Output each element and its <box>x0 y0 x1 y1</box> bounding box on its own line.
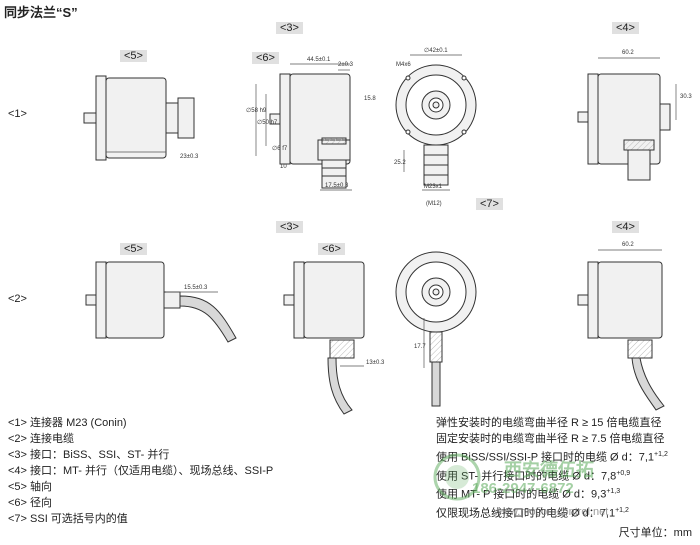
dim-30-3: 30.3 <box>680 94 692 100</box>
dim-m12: (M12) <box>426 201 442 207</box>
dim-60-2-top: 60.2 <box>622 50 634 56</box>
dim-6: ∅6 f7 <box>272 145 288 152</box>
dim-10: 10 <box>280 164 287 170</box>
dim-15-8: 15.8 <box>364 96 376 102</box>
dim-17-5: 17.5±0.3 <box>325 183 349 189</box>
tag-interface-bottom: <3> <box>276 221 303 233</box>
dim-15-5: 15.5±0.3 <box>184 285 208 291</box>
note-item: 使用 ST- 并行接口时的电缆 Ø d：7,8+0,9 <box>436 469 631 483</box>
legend-item: <4> 接口：MT- 并行（仅适用电缆）、现场总线、SSI-P <box>8 465 274 477</box>
encoder-front-connector <box>395 64 477 186</box>
dim-m4: M4x6 <box>396 62 411 68</box>
dim-58: ∅58 h9 <box>246 107 267 114</box>
note-item: 使用 MT- P 接口时的电缆 Ø d：9,3+1,3 <box>436 488 621 501</box>
encoder-radial-connector <box>269 73 351 189</box>
row-label-cable: <2> <box>8 293 27 305</box>
tag-interface-top: <3> <box>276 22 303 34</box>
cable-notes: 弹性安装时的电缆弯曲半径 R ≥ 15 倍电缆直径 固定安装时的电缆弯曲半径 R… <box>436 415 668 522</box>
encoder-axial-connector <box>83 75 195 161</box>
tag-axial-top: <5> <box>120 50 147 62</box>
legend-item: <5> 轴向 <box>8 481 53 493</box>
encoder-radial-cable <box>283 261 365 415</box>
note-item: 弹性安装时的电缆弯曲半径 R ≥ 15 倍电缆直径 <box>436 417 662 429</box>
dim-50: ∅50 h7 <box>257 119 278 126</box>
legend-item: <3> 接口：BiSS、SSI、ST- 并行 <box>8 449 170 461</box>
dim-17-7: 17.7 <box>414 344 426 350</box>
tag-interface-4-top: <4> <box>612 22 639 34</box>
legend-item: <2> 连接电缆 <box>8 433 75 445</box>
note-item: 固定安装时的电缆弯曲半径 R ≥ 7.5 倍电缆直径 <box>436 433 665 445</box>
tag-ssi-option: <7> <box>476 198 503 210</box>
encoder-side-cable <box>577 261 665 411</box>
row-label-connector: <1> <box>8 108 27 120</box>
dim-m23: M23x1 <box>424 184 443 190</box>
dim-25-2: 25.2 <box>394 160 406 166</box>
note-item: 仅限现场总线接口时的电缆 Ø d：7,1+1,2 <box>436 506 629 520</box>
dim-44-5: 44.5±0.1 <box>307 57 331 63</box>
unit-label: 尺寸单位：mm <box>618 527 692 539</box>
legend-item: <1> 连接器 M23 (Conin) <box>8 417 127 429</box>
dim-13: 13±0.3 <box>366 360 385 366</box>
tag-radial-top: <6> <box>252 52 279 64</box>
legend-item: <6> 径向 <box>8 497 53 509</box>
tag-axial-bottom: <5> <box>120 243 147 255</box>
encoder-side-connector <box>577 73 671 181</box>
tag-radial-bottom: <6> <box>318 243 345 255</box>
encoder-front-cable <box>395 251 477 407</box>
encoder-axial-cable <box>85 261 237 343</box>
legend-item: <7> SSI 可选括号内的值 <box>8 513 128 525</box>
dim-2: 2±0.3 <box>338 62 354 68</box>
note-item: 使用 BiSS/SSI/SSI-P 接口时的电缆 Ø d：7,1+1,2 <box>436 451 668 464</box>
tag-interface-4-bottom: <4> <box>612 221 639 233</box>
dim-60-2-bottom: 60.2 <box>622 242 634 248</box>
dim-42: ∅42±0.1 <box>424 47 448 54</box>
legend: <1> 连接器 M23 (Conin) <2> 连接电缆 <3> 接口：BiSS… <box>8 415 273 527</box>
page-title: 同步法兰“S” <box>4 5 78 20</box>
dim-23: 23±0.3 <box>180 154 199 160</box>
